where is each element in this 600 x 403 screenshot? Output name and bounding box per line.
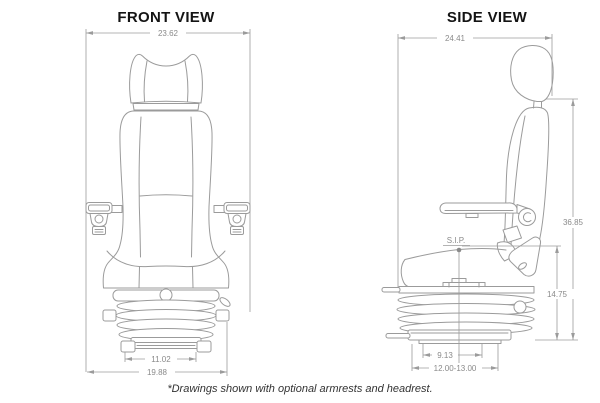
- front-bellows-tab-left: [102, 309, 117, 322]
- side-view-drawing: SIDE VIEW: [381, 9, 592, 373]
- side-dim-overall-depth: 24.41: [397, 33, 553, 288]
- side-armrest-pivot: [518, 208, 536, 226]
- side-adjust-lever: [381, 287, 401, 293]
- side-recline-lever: [508, 236, 542, 277]
- front-dim-rail-width: 11.02: [124, 352, 197, 364]
- side-dim-sip-height: 14.75: [462, 245, 574, 340]
- front-bellows-tab-right: [215, 309, 230, 322]
- front-overall-width-label: 23.62: [158, 29, 179, 38]
- front-base-width-label: 19.88: [147, 368, 168, 377]
- sip-marker: S.I.P.: [443, 236, 470, 369]
- front-headrest: [129, 53, 203, 111]
- side-dim-base-depth: 9.13: [422, 344, 483, 360]
- front-cushion-seam: [106, 250, 226, 268]
- side-suspension-plate: [381, 278, 535, 294]
- side-dim-overall-height: 36.85: [535, 98, 592, 341]
- side-overall-depth-label: 24.41: [445, 34, 466, 43]
- front-dim-base-width: 19.88: [87, 322, 228, 377]
- side-bellows-knob: [513, 300, 527, 314]
- front-rail-width-label: 11.02: [151, 355, 171, 364]
- side-overall-height-label: 36.85: [563, 218, 584, 227]
- side-dim-base-depth-range: 12.00-13.00: [411, 344, 499, 373]
- side-view-title: SIDE VIEW: [447, 9, 528, 26]
- front-view-title: FRONT VIEW: [117, 9, 215, 26]
- front-knob: [159, 288, 173, 302]
- side-sip-height-label: 14.75: [547, 290, 568, 299]
- side-suspension-bellows: [396, 293, 536, 335]
- front-backrest: [102, 110, 230, 289]
- side-base-depth-label: 9.13: [437, 351, 453, 360]
- front-handle: [219, 297, 231, 307]
- side-recline-mechanism: [496, 225, 542, 277]
- front-dim-overall-width: 23.62: [85, 27, 251, 372]
- front-view-drawing: FRONT VIEW: [85, 9, 251, 377]
- side-armrest: [439, 202, 536, 226]
- sip-label: S.I.P.: [447, 236, 466, 245]
- front-armrest-left: [85, 202, 123, 235]
- side-base: [385, 329, 512, 344]
- footnote: *Drawings shown with optional armrests a…: [167, 383, 432, 395]
- side-base-depth-range-label: 12.00-13.00: [434, 364, 477, 373]
- front-suspension-bellows: [102, 299, 230, 344]
- front-suspension-bar: [112, 288, 231, 307]
- front-base: [120, 340, 212, 353]
- front-armrest-right: [213, 202, 251, 235]
